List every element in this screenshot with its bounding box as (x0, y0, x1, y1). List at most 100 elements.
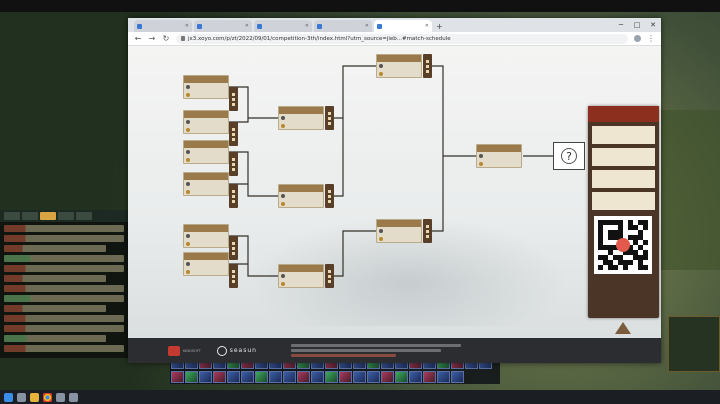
close-tab-icon[interactable]: ✕ (424, 23, 429, 29)
kingsoft-mark-icon (168, 345, 180, 356)
match-group-tag (325, 264, 334, 288)
menu-item-4[interactable] (592, 192, 655, 210)
chrome-icon[interactable] (43, 392, 52, 402)
browser-toolbar: ← → ↻ jx3.xoyo.com/p/zt/2022/09/01/compe… (128, 32, 661, 46)
menu-icon[interactable]: ⋮ (647, 34, 655, 43)
new-tab-button[interactable]: + (436, 22, 443, 31)
match-card-round1[interactable] (183, 252, 229, 276)
skill-slot-icon[interactable] (199, 370, 212, 383)
skill-slot-icon[interactable] (213, 370, 226, 383)
skill-slot-icon[interactable] (227, 370, 240, 383)
match-time (279, 185, 323, 192)
browser-tab[interactable]: ✕ (194, 20, 252, 32)
close-tab-icon[interactable]: ✕ (364, 23, 369, 29)
chat-message (4, 295, 124, 302)
close-tab-icon[interactable]: ✕ (304, 23, 309, 29)
skill-slot-icon[interactable] (185, 370, 198, 383)
browser-tab[interactable]: ✕ (254, 20, 312, 32)
team-logo-icon (186, 270, 190, 274)
match-group-tag (423, 219, 432, 243)
match-card-round1[interactable] (183, 75, 229, 99)
chat-tab[interactable] (4, 212, 20, 220)
match-group-tag (229, 152, 238, 176)
start-icon[interactable] (4, 392, 13, 402)
forward-icon[interactable]: → (148, 34, 156, 43)
skill-slot-icon[interactable] (395, 370, 408, 383)
footer-link-row[interactable] (290, 344, 461, 347)
skill-slot-icon[interactable] (381, 370, 394, 383)
search-icon[interactable] (17, 392, 26, 402)
match-time (184, 111, 228, 118)
chat-message (4, 285, 124, 292)
skill-slot-icon[interactable] (437, 370, 450, 383)
browser-tab[interactable]: ✕ (374, 20, 432, 32)
skill-slot-icon[interactable] (339, 370, 352, 383)
close-tab-icon[interactable]: ✕ (244, 23, 249, 29)
chat-message (4, 275, 107, 282)
address-bar[interactable]: jx3.xoyo.com/p/zt/2022/09/01/competition… (176, 33, 628, 44)
match-card-round1[interactable] (183, 110, 229, 134)
team-logo-icon (186, 182, 190, 186)
page-viewport[interactable]: ? KINGSOFT (128, 46, 661, 363)
seasun-label: seasun (229, 347, 257, 354)
skill-slot-icon[interactable] (423, 370, 436, 383)
match-card-round2[interactable] (278, 264, 324, 288)
menu-item-3[interactable] (592, 170, 655, 188)
footer-links[interactable] (290, 344, 461, 357)
skill-slot-icon[interactable] (451, 370, 464, 383)
team-logo-icon (379, 64, 383, 68)
chat-channel-tabs[interactable] (0, 210, 128, 222)
match-card-semifinal[interactable] (376, 54, 422, 78)
match-card-final[interactable] (476, 144, 522, 168)
team-logo-icon (186, 120, 190, 124)
skill-slot-icon[interactable] (367, 370, 380, 383)
skill-slot-icon[interactable] (353, 370, 366, 383)
game-launcher-icon[interactable] (56, 392, 65, 402)
menu-item-2[interactable] (592, 148, 655, 166)
skill-slot-icon[interactable] (409, 370, 422, 383)
chat-message (4, 245, 107, 252)
match-card-round2[interactable] (278, 106, 324, 130)
close-tab-icon[interactable]: ✕ (184, 23, 189, 29)
close-window-button[interactable]: ✕ (650, 21, 656, 29)
kingsoft-sub: KINGSOFT (183, 348, 201, 353)
skill-slot-icon[interactable] (269, 370, 282, 383)
window-controls: ─ □ ✕ (613, 18, 661, 32)
browser-window[interactable]: ✕ ✕ ✕ ✕ ✕ + ─ □ ✕ ← → ↻ jx3.xoyo.com/p/zt/20… (128, 18, 661, 363)
match-card-semifinal[interactable] (376, 219, 422, 243)
reload-icon[interactable]: ↻ (162, 34, 170, 43)
maximize-button[interactable]: □ (633, 21, 641, 29)
team-logo-icon (281, 194, 285, 198)
chat-tab[interactable] (76, 212, 92, 220)
game-chat-panel[interactable] (0, 210, 128, 358)
skill-slot-icon[interactable] (297, 370, 310, 383)
skill-slot-icon[interactable] (283, 370, 296, 383)
skill-slot-icon[interactable] (171, 370, 184, 383)
match-card-round1[interactable] (183, 224, 229, 248)
match-card-round1[interactable] (183, 172, 229, 196)
team-row (377, 70, 421, 78)
browser-tab[interactable]: ✕ (134, 20, 192, 32)
skill-slot-icon[interactable] (325, 370, 338, 383)
kingsoft-logo: KINGSOFT (168, 345, 201, 356)
file-explorer-icon[interactable] (30, 392, 39, 402)
stream-app-icon[interactable] (69, 392, 78, 402)
chat-tab[interactable] (22, 212, 38, 220)
chat-tab[interactable] (40, 212, 56, 220)
match-card-round1[interactable] (183, 140, 229, 164)
chat-tab[interactable] (58, 212, 74, 220)
minimize-button[interactable]: ─ (618, 21, 624, 29)
browser-tab[interactable]: ✕ (314, 20, 372, 32)
team-row (477, 152, 521, 160)
site-favicon-icon (317, 23, 322, 29)
skill-slot-icon[interactable] (241, 370, 254, 383)
back-icon[interactable]: ← (134, 34, 142, 43)
skill-slot-icon[interactable] (255, 370, 268, 383)
minimap[interactable] (668, 316, 720, 372)
skill-slot-icon[interactable] (311, 370, 324, 383)
team-logo-icon (186, 128, 190, 132)
menu-item-1[interactable] (592, 126, 655, 144)
match-card-round2[interactable] (278, 184, 324, 208)
site-favicon-icon (137, 23, 142, 29)
profile-icon[interactable] (634, 35, 641, 42)
